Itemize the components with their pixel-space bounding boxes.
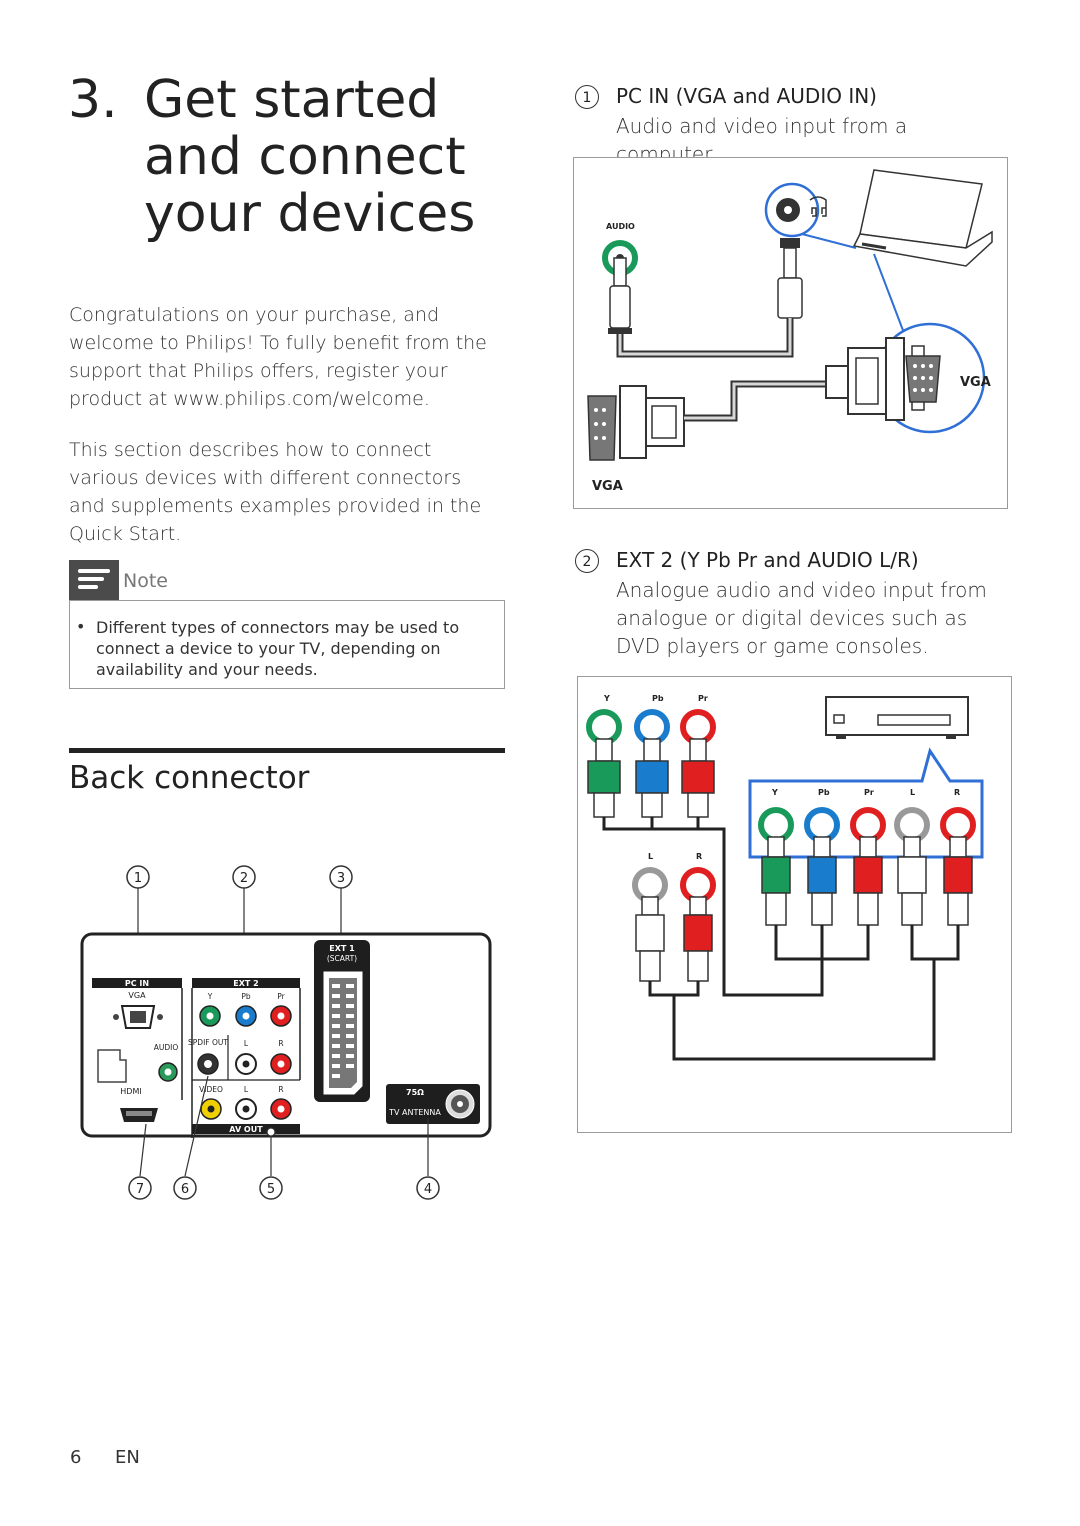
note-box: • Different types of connectors may be u… [69,600,505,689]
audio-port-label: AUDIO [154,1043,179,1052]
av-out-label: AV OUT [229,1125,263,1134]
ohm-label: 75Ω [406,1088,424,1097]
video-label: VIDEO [199,1085,223,1094]
vga-connection-figure: VGA AUDIO VGA [573,157,1008,509]
item-2-description: Analogue audio and video input from anal… [616,578,987,658]
callout-1-label: 1 [134,871,142,886]
item-1-title: PC IN (VGA and AUDIO IN) [616,84,877,108]
avout-l-label: L [244,1085,249,1094]
ext2-pb-label: Pb [241,992,251,1001]
audio-label: AUDIO [606,222,635,231]
note-header: Note [69,560,505,600]
item-1-number: 1 [575,85,599,109]
note-icon [69,560,119,600]
callout-5-bottom: 5 [259,1176,283,1200]
section-title: Back connector [69,760,310,796]
back-panel-figure: 1 2 3 PC IN VGA AUDIO HDMI EXT [70,860,500,1205]
ext2-y-label: Y [207,992,213,1001]
tv-r-label: R [696,852,702,861]
callout-3-label: 3 [337,871,345,886]
tv-pb-label: Pb [652,694,664,703]
dvd-l-label: L [910,788,915,797]
callout-4-bottom: 4 [416,1176,440,1200]
avout-r-label: R [278,1085,283,1094]
callout-6-bottom: 6 [173,1176,197,1200]
vga-bottom-label: VGA [592,479,623,494]
callout-3-top: 3 [329,865,353,938]
spdif-out-label: SPDIF OUT [188,1038,228,1047]
note-bullet: • [76,617,86,636]
vga-port-label: VGA [128,991,146,1000]
callout-2-label: 2 [240,871,248,886]
tv-l-label: L [648,852,653,861]
note-text: Different types of connectors may be use… [96,618,460,679]
vga-callout-label: VGA [960,375,991,390]
item-2-number: 2 [575,549,599,573]
ext2-l-label: L [244,1039,249,1048]
page-language: EN [115,1447,140,1468]
ext2-pr-label: Pr [277,992,285,1001]
ext2-r-label: R [278,1039,283,1048]
dvd-y-label: Y [771,788,778,797]
section-rule [69,748,505,753]
intro-paragraph-2: This section describes how to connect va… [69,439,482,545]
chapter-title: Get started and connect your devices [144,70,476,244]
hdmi-label: HDMI [120,1087,141,1096]
pc-in-label: PC IN [125,979,149,988]
svg-text:4: 4 [424,1182,432,1197]
tv-y-label: Y [603,694,610,703]
dvd-pr-label: Pr [864,788,874,797]
item-2-title: EXT 2 (Y Pb Pr and AUDIO L/R) [616,548,919,572]
ext1-label: EXT 1 [329,944,355,953]
svg-text:6: 6 [181,1182,189,1197]
ext2-label: EXT 2 [233,979,258,988]
dvd-r-label: R [954,788,960,797]
ypbpr-connection-figure: Y Pb Pr Y Pb Pr L R [577,676,1012,1133]
intro-paragraph-1: Congratulations on your purchase, and we… [69,304,487,410]
page-number: 6 [70,1447,82,1468]
callout-7-bottom: 7 [128,1176,152,1200]
scart-label: (SCART) [327,954,357,963]
svg-text:5: 5 [267,1182,275,1197]
chapter-number: 3. [68,70,118,130]
note-label: Note [123,570,168,592]
tv-pr-label: Pr [698,694,708,703]
svg-text:7: 7 [136,1182,144,1197]
dvd-pb-label: Pb [818,788,830,797]
tv-antenna-label: TV ANTENNA [388,1108,441,1117]
